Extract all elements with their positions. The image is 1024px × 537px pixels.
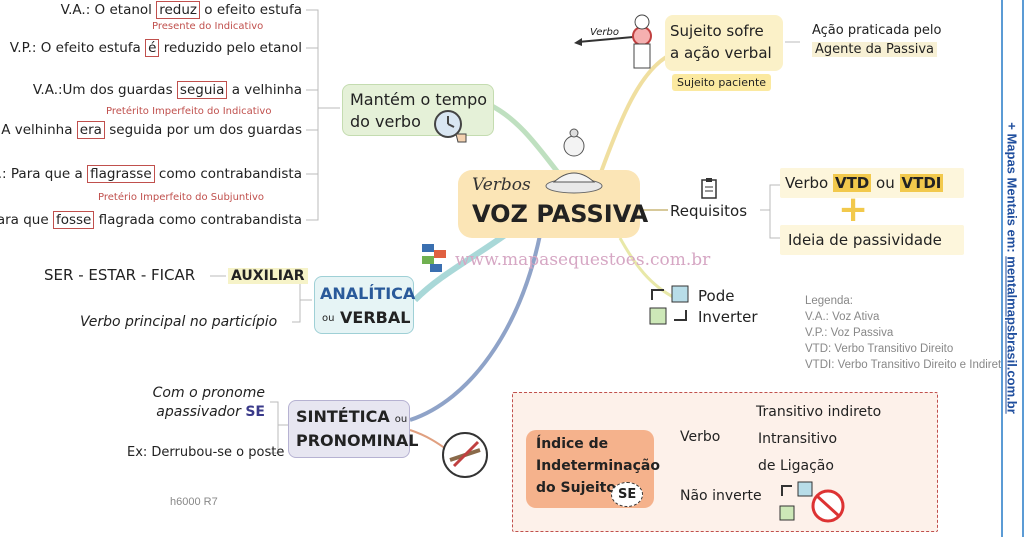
clock-icon: [434, 110, 467, 143]
sintetica-title-1-text: SINTÉTICA: [296, 407, 390, 426]
arrow-target-icon: [574, 14, 652, 69]
ex1-vp-post: reduzido pelo etanol: [159, 40, 302, 56]
indice-intransitivo: Intransitivo: [758, 431, 838, 447]
legend-va: V.A.: Voz Ativa: [805, 311, 880, 323]
ex1-vp-pre: V.P.: O efeito estufa: [9, 40, 146, 56]
sintetica-example: Ex: Derrubou-se o poste: [127, 445, 285, 460]
ex2-vp-verb: era: [76, 121, 105, 139]
indice-title-3: do Sujeito: [536, 480, 616, 496]
inverter-line-2: Inverter: [698, 308, 758, 326]
tempo-title-2: do verbo: [350, 112, 421, 131]
vtd-text: Verbo VTD ou VTDI: [785, 174, 944, 192]
indice-verbo: Verbo: [680, 429, 721, 445]
ideia-text: Ideia de passividade: [788, 231, 942, 249]
ex3-va-pre: V.A.: Para que a: [0, 166, 83, 182]
clipboard-icon: [701, 178, 717, 199]
legend-vtdi: VTDI: Verbo Transitivo Direito e Indiret…: [805, 359, 1008, 371]
ex2-vp-pre: V.P.: A velhinha: [0, 122, 73, 138]
aux-verbs: SER - ESTAR - FICAR: [44, 266, 196, 284]
ex3-vp-verb: fosse: [52, 211, 95, 229]
sintetica-node: [288, 400, 410, 458]
inverter-line-1: Pode: [698, 287, 735, 305]
vtdi-abbr: VTDI: [899, 174, 944, 192]
pronome-line-1: Com o pronome: [152, 385, 265, 401]
ex1-va: V.A.: O etanol reduz o efeito estufa: [60, 1, 302, 19]
legend-title: Legenda:: [805, 295, 853, 307]
ex2-tense-note: Pretérito Imperfeito do Indicativo: [106, 106, 272, 117]
ideia-box: [780, 225, 964, 255]
watermark: www.mapasequestoes.com.br: [455, 250, 711, 270]
sidebar-credit: + Mapas Mentais em: mentalmapsbrasil.com…: [1005, 122, 1020, 414]
pronome-apassivador: apassivador: [156, 404, 241, 420]
vtd-ou: ou: [871, 174, 900, 192]
sujeito-node: [665, 15, 783, 71]
analitica-title-2: VERBAL: [340, 308, 411, 327]
legend-vtd: VTD: Verbo Transitivo Direito: [805, 343, 954, 355]
ex2-va-verb: seguia: [176, 81, 228, 99]
center-node: [458, 170, 640, 238]
plus-sign: +: [838, 189, 869, 230]
indice-title-2: Indeterminação: [536, 458, 660, 474]
analitica-title-1: ANALÍTICA: [320, 284, 416, 303]
pronome-line-2: apassivador SE: [156, 404, 265, 420]
analitica-ou: ou: [322, 313, 335, 324]
vtd-verbo: Verbo: [785, 174, 833, 192]
sidebar-site-link[interactable]: mentalmapsbrasil.com.br: [1004, 256, 1020, 414]
swap-icon: [649, 285, 689, 325]
no-stick-icon: [442, 432, 488, 478]
sintetica-title-2: PRONOMINAL: [296, 431, 419, 450]
arrow-verbo-label: Verbo: [590, 27, 619, 38]
image-code: h6000 R7: [170, 496, 218, 508]
indice-nao-inverte: Não inverte: [680, 488, 762, 504]
ex1-va-verb: reduz: [156, 1, 200, 19]
analitica-node: [314, 276, 414, 334]
ex3-vp: V.P.: Para que fosse flagrada como contr…: [0, 211, 302, 229]
ex2-va: V.A.:Um dos guardas seguia a velhinha: [32, 81, 302, 99]
sidebar-band: [1001, 0, 1024, 537]
tempo-node: [342, 84, 494, 136]
building-blocks-icon: [422, 244, 446, 272]
tempo-title-1: Mantém o tempo: [350, 90, 488, 109]
acao-line-2: Agente da Passiva: [812, 42, 937, 57]
ex3-vp-pre: V.P.: Para que: [0, 212, 49, 228]
ex1-vp-verb: é: [145, 39, 160, 57]
indice-transitivo-indireto: Transitivo indireto: [756, 404, 882, 420]
ex1-va-post: o efeito estufa: [199, 2, 302, 18]
participio-note: Verbo principal no particípio: [80, 314, 278, 330]
ex1-va-pre: V.A.: O etanol: [60, 2, 157, 18]
sujeito-paciente-badge: Sujeito paciente: [672, 74, 772, 91]
ex1-tense-note: Presente do Indicativo: [152, 21, 264, 32]
indice-title-1: Índice de: [536, 436, 609, 452]
ex2-vp: V.P.: A velhinha era seguida por um dos …: [0, 121, 302, 139]
ex2-va-pre: V.A.:Um dos guardas: [32, 82, 177, 98]
ex3-va: V.A.: Para que a flagrasse como contraba…: [0, 165, 302, 183]
ex1-vp: V.P.: O efeito estufa é reduzido pelo et…: [9, 39, 302, 57]
ex3-va-post: como contrabandista: [154, 166, 302, 182]
acao-line-1: Ação praticada pelo: [812, 23, 942, 38]
sujeito-title-2: a ação verbal: [670, 44, 772, 62]
buddha-icon: [545, 128, 603, 194]
aux-label: AUXILIAR: [228, 268, 308, 284]
ex2-vp-post: seguida por um dos guardas: [104, 122, 302, 138]
ex3-tense-note: Pretério Imperfeito do Subjuntivo: [98, 192, 264, 203]
center-title-voz-passiva: VOZ PASSIVA: [472, 200, 649, 228]
sujeito-title-1: Sujeito sofre: [670, 22, 764, 40]
sintetica-ou: ou: [394, 414, 408, 425]
indice-se-badge: SE: [611, 482, 644, 507]
legend-vp: V.P.: Voz Passiva: [805, 327, 894, 339]
pronome-se: SE: [245, 404, 265, 420]
center-title-verbos: Verbos: [472, 175, 531, 195]
vtd-abbr: VTD: [832, 174, 872, 192]
requisitos-label: Requisitos: [670, 202, 748, 220]
sidebar-prefix: + Mapas Mentais em:: [1004, 122, 1020, 257]
sintetica-title-1: SINTÉTICA ou: [296, 407, 407, 426]
indice-de-ligacao: de Ligação: [758, 458, 834, 474]
ex3-va-verb: flagrasse: [87, 165, 155, 183]
no-swap-icon: [779, 481, 845, 523]
ex3-vp-post: flagrada como contrabandista: [94, 212, 302, 228]
ex2-va-post: a velhinha: [227, 82, 302, 98]
